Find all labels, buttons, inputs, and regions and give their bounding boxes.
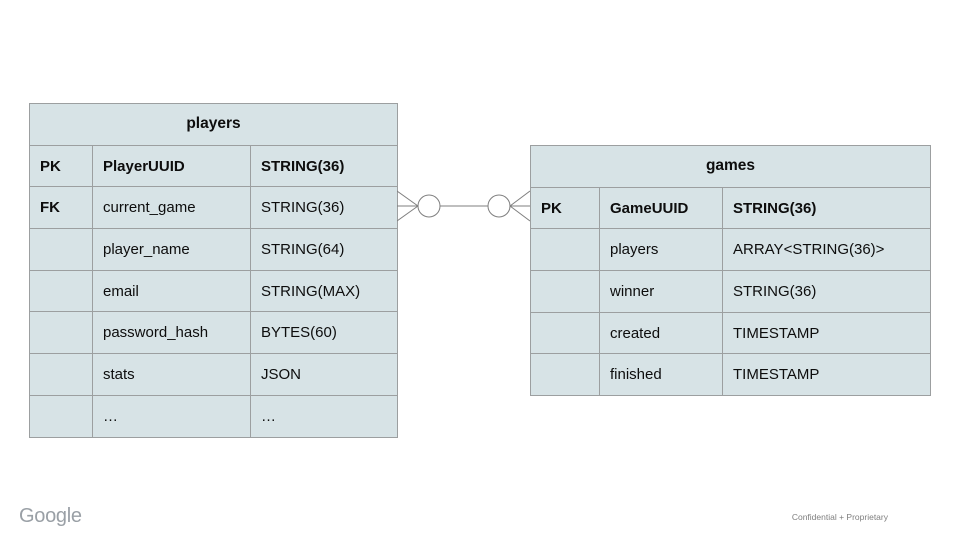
key-cell xyxy=(530,270,600,313)
field-name-cell: winner xyxy=(599,270,723,313)
relationship-connector xyxy=(397,180,530,232)
key-cell: FK xyxy=(29,186,93,230)
field-name-cell: … xyxy=(92,394,251,438)
field-type-cell: ARRAY<STRING(36)> xyxy=(722,228,931,272)
field-name-cell: stats xyxy=(92,353,251,396)
key-cell xyxy=(530,311,600,355)
field-name-cell: player_name xyxy=(92,228,251,271)
field-name-cell: created xyxy=(599,311,723,355)
key-cell xyxy=(29,311,93,355)
field-type-cell: STRING(64) xyxy=(250,228,398,271)
field-type-cell: BYTES(60) xyxy=(250,311,398,355)
key-cell xyxy=(29,394,93,438)
field-type-cell: STRING(36) xyxy=(722,270,931,313)
key-cell xyxy=(29,269,93,313)
key-cell xyxy=(530,228,600,272)
confidentiality-note: Confidential + Proprietary xyxy=(791,512,888,522)
field-type-cell: STRING(36) xyxy=(722,186,931,230)
field-name-cell: password_hash xyxy=(92,311,251,355)
field-name-cell: email xyxy=(92,269,251,313)
google-logo: Google xyxy=(19,505,82,527)
table-title: games xyxy=(530,145,931,188)
field-name-cell: PlayerUUID xyxy=(92,144,251,188)
field-type-cell: STRING(MAX) xyxy=(250,269,398,313)
field-type-cell: JSON xyxy=(250,353,398,396)
field-row: …… xyxy=(29,394,398,438)
key-cell: PK xyxy=(530,186,600,230)
field-name-cell: current_game xyxy=(92,186,251,230)
key-cell xyxy=(29,353,93,396)
field-type-cell: … xyxy=(250,394,398,438)
key-cell xyxy=(530,353,600,397)
field-name-cell: players xyxy=(599,228,723,272)
crows-foot-zero-or-many-icon xyxy=(397,190,530,222)
field-name-cell: finished xyxy=(599,353,723,397)
table-title: players xyxy=(29,103,398,146)
field-type-cell: TIMESTAMP xyxy=(722,353,931,397)
key-cell xyxy=(29,228,93,271)
key-cell: PK xyxy=(29,144,93,188)
field-type-cell: STRING(36) xyxy=(250,186,398,230)
field-type-cell: TIMESTAMP xyxy=(722,311,931,355)
field-type-cell: STRING(36) xyxy=(250,144,398,188)
field-name-cell: GameUUID xyxy=(599,186,723,230)
